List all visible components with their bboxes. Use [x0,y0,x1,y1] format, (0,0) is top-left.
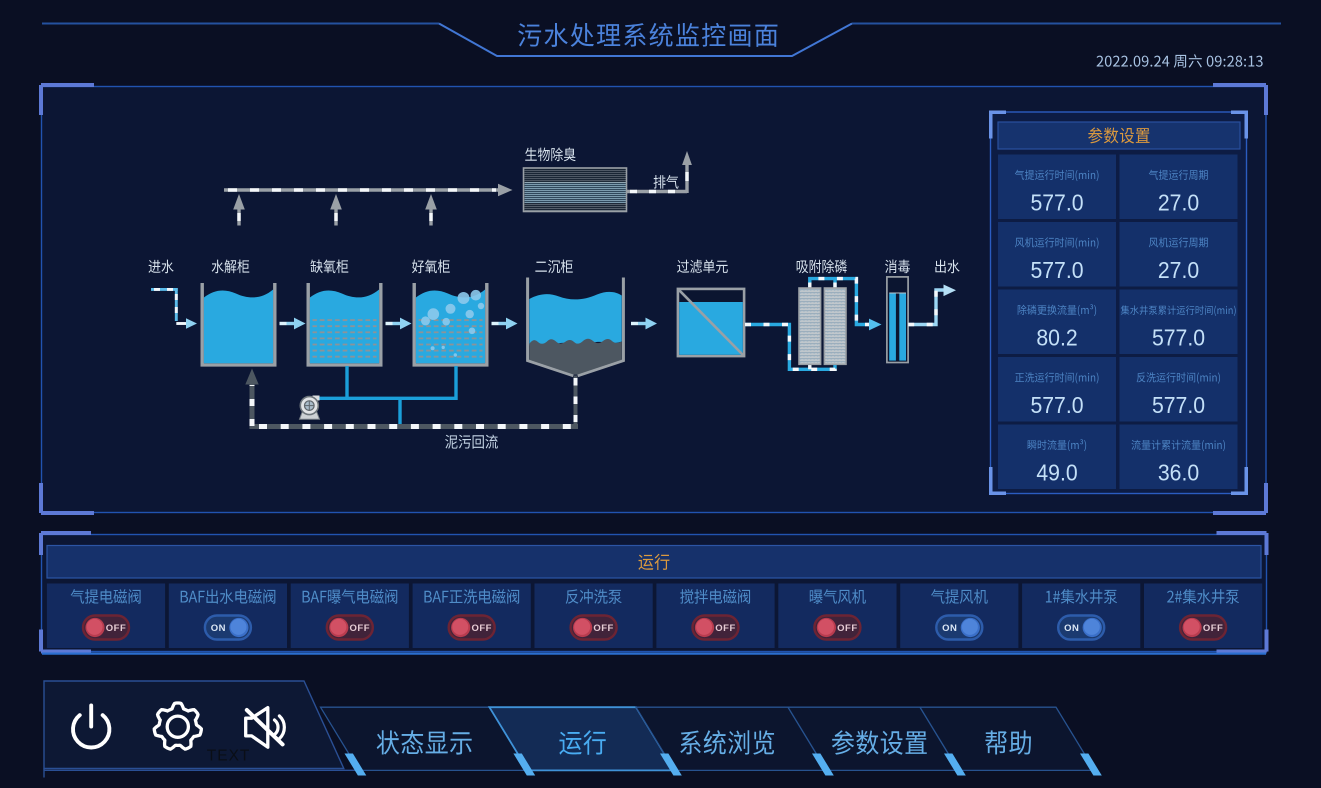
svg-text:OFF: OFF [715,623,736,634]
svg-text:577.0: 577.0 [1152,392,1205,418]
svg-text:577.0: 577.0 [1030,392,1083,418]
svg-text:OFF: OFF [106,623,127,634]
svg-text:27.0: 27.0 [1158,190,1199,216]
svg-text:577.0: 577.0 [1152,325,1205,351]
svg-text:577.0: 577.0 [1030,257,1083,283]
svg-text:27.0: 27.0 [1158,257,1199,283]
svg-text:80.2: 80.2 [1036,325,1077,351]
svg-text:ON: ON [211,623,226,634]
svg-text:49.0: 49.0 [1036,460,1077,486]
svg-text:ON: ON [942,623,957,634]
svg-text:TEXT: TEXT [207,748,251,765]
svg-text:577.0: 577.0 [1030,190,1083,216]
svg-text:OFF: OFF [1203,623,1224,634]
svg-text:ON: ON [1064,623,1079,634]
svg-text:OFF: OFF [350,623,371,634]
svg-text:36.0: 36.0 [1158,460,1199,486]
svg-text:OFF: OFF [471,623,492,634]
svg-text:OFF: OFF [593,623,614,634]
svg-text:OFF: OFF [837,623,858,634]
